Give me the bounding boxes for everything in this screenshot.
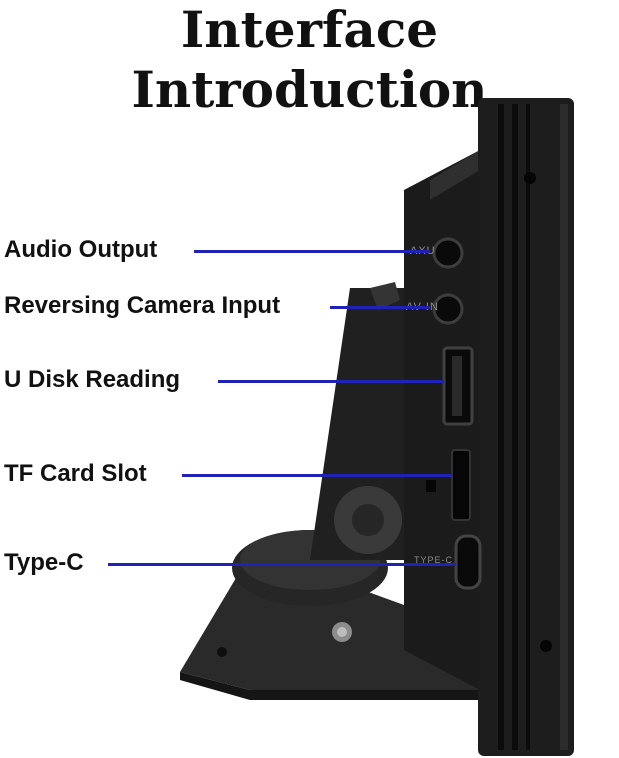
callout-line-reversing-camera xyxy=(330,306,430,309)
tf-slot-marker xyxy=(426,480,436,492)
reversing-camera-port xyxy=(432,293,464,325)
housing-groove-1 xyxy=(498,104,504,750)
callout-line-audio-output xyxy=(194,250,430,253)
callout-label-tf-card: TF Card Slot xyxy=(4,460,147,487)
callout-line-u-disk xyxy=(218,380,444,383)
callout-label-audio-output: Audio Output xyxy=(4,236,158,263)
housing-groove-2 xyxy=(512,104,518,750)
adjust-knob-center xyxy=(352,504,384,536)
bracket-arm-side xyxy=(370,282,400,310)
housing-screw-bottom xyxy=(540,640,552,652)
callout-label-u-disk: U Disk Reading xyxy=(4,366,181,393)
mount-screw-inner xyxy=(337,627,347,637)
callout-label-reversing-camera: Reversing Camera Input xyxy=(4,292,281,319)
tf-card-slot xyxy=(451,449,471,521)
type-c-port-engraving: TYPE-C xyxy=(414,555,454,565)
housing-groove-3 xyxy=(526,104,530,750)
housing-highlight xyxy=(560,104,568,750)
page-title: Interface Introduction xyxy=(131,0,488,119)
callout-label-type-c: Type-C xyxy=(4,549,84,576)
mount-base-edge xyxy=(180,672,500,700)
audio-output-port xyxy=(432,237,464,269)
callout-line-tf-card xyxy=(182,474,452,477)
usb-port-tongue xyxy=(452,356,462,416)
bracket-arm xyxy=(310,288,420,560)
mount-hole xyxy=(217,647,227,657)
housing-ribs xyxy=(430,150,480,200)
callout-line-type-c xyxy=(108,563,456,566)
housing-screw-top xyxy=(524,172,536,184)
type-c-port xyxy=(454,534,482,590)
